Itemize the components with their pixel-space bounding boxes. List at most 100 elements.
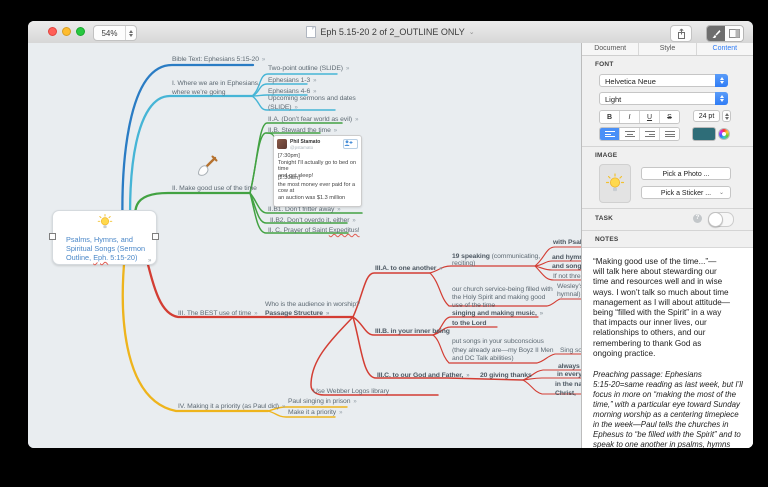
strikethrough-button[interactable]: S xyxy=(660,111,679,123)
node-two-point-outline[interactable]: Two-point outline (SLIDE) xyxy=(268,65,349,74)
collapse-arrow-icon[interactable] xyxy=(352,116,358,123)
collapse-arrow-icon[interactable] xyxy=(334,206,340,213)
notes-paragraph-italic: Preaching passage: Ephesians 5:15-20=sam… xyxy=(593,370,743,448)
style-inspector-button[interactable] xyxy=(707,26,725,41)
node-making-priority[interactable]: IV. Making it a priority (as Paul did) xyxy=(178,403,285,412)
help-icon[interactable]: ? xyxy=(693,214,702,223)
node-passage-structure[interactable]: Passage Structure xyxy=(265,310,329,319)
node-upcoming-sermons[interactable]: Upcoming sermons and dates (SLIDE) xyxy=(268,95,356,112)
node-make-it-priority[interactable]: Make it a priority xyxy=(288,409,342,418)
collapse-arrow-icon[interactable] xyxy=(145,249,151,267)
node-to-the-lord[interactable]: to the Lord xyxy=(452,320,487,327)
collapse-arrow-icon[interactable] xyxy=(463,372,469,379)
tweet-card[interactable]: Phil Stamato @pstamato [7:30pm] Tonight … xyxy=(273,135,362,207)
node-best-use[interactable]: III. The BEST use of time xyxy=(178,310,257,319)
zoom-stepper[interactable]: 54% xyxy=(93,25,137,41)
node-webber-logos[interactable]: Use Webber Logos library xyxy=(313,388,390,395)
node-iib1[interactable]: II.B1. Don’t fritter away xyxy=(268,206,341,215)
document-proxy-icon[interactable] xyxy=(306,26,317,38)
pick-photo-button[interactable]: Pick a Photo ... xyxy=(641,167,731,180)
node-ephesians-4-6[interactable]: Ephesians 4-6 xyxy=(268,88,316,97)
zoom-stepper-arrows[interactable] xyxy=(125,26,136,40)
image-thumbnail[interactable] xyxy=(599,164,631,203)
node-iiia[interactable]: III.A. to one another xyxy=(375,265,443,274)
panel-toggle-button[interactable] xyxy=(725,26,743,41)
notes-section-label: NOTES xyxy=(595,236,619,243)
node-with-psalms[interactable]: with Psalms xyxy=(553,239,592,246)
node-and-hymns[interactable]: and hymns xyxy=(552,254,587,261)
shovel-icon[interactable] xyxy=(196,155,218,177)
node-singing-music[interactable]: singing and making music, xyxy=(452,310,543,319)
bold-button[interactable]: B xyxy=(600,111,620,123)
selection-handle-left[interactable] xyxy=(49,233,56,240)
node-iia[interactable]: II.A. (Don’t fear world as evil) xyxy=(268,116,358,125)
collapse-arrow-icon[interactable] xyxy=(323,310,329,317)
avatar xyxy=(277,139,287,149)
tweet-body: Tonight I’ll actually go to bed on time … xyxy=(278,160,357,179)
notes-area[interactable]: “Making good use of the time...”— will t… xyxy=(582,247,753,448)
collapse-arrow-icon[interactable] xyxy=(537,310,543,317)
font-family-select[interactable]: Helvetica Neue xyxy=(599,74,728,87)
node-19-speaking[interactable]: 19 speaking (communicating, reciting) xyxy=(452,253,540,267)
brush-icon xyxy=(712,29,721,38)
collapse-arrow-icon[interactable] xyxy=(310,88,316,95)
node-audience-question[interactable]: Who is the audience in worship? xyxy=(265,301,360,308)
collapse-arrow-icon[interactable] xyxy=(291,104,297,111)
font-weight-stepper[interactable] xyxy=(715,92,728,105)
pick-sticker-button[interactable]: Pick a Sticker ... xyxy=(641,186,731,200)
collapse-arrow-icon[interactable] xyxy=(279,403,285,410)
minimize-button[interactable] xyxy=(62,27,71,36)
font-color-swatch[interactable] xyxy=(692,127,716,141)
font-family-stepper[interactable] xyxy=(715,74,728,87)
align-right-button[interactable] xyxy=(640,128,660,140)
node-paul-singing[interactable]: Paul singing in prison xyxy=(288,398,357,407)
node-always[interactable]: always xyxy=(558,363,580,370)
collapse-arrow-icon[interactable] xyxy=(350,398,356,405)
node-where-we-are[interactable]: I. Where we are in Ephesians, where we’r… xyxy=(172,80,260,96)
collapse-arrow-icon[interactable] xyxy=(251,310,257,317)
collapse-arrow-icon[interactable] xyxy=(336,409,342,416)
collapse-arrow-icon[interactable] xyxy=(349,217,355,224)
node-bible-text[interactable]: Bible Text: Ephesians 5:15-20 xyxy=(172,56,265,65)
fullscreen-button[interactable] xyxy=(76,27,85,36)
collapse-arrow-icon[interactable] xyxy=(310,77,316,84)
title-disclosure-icon[interactable] xyxy=(469,23,475,41)
node-iib2[interactable]: II.B2. Don’t overdo it, either xyxy=(270,217,356,226)
color-wheel-button[interactable] xyxy=(718,128,730,140)
tab-content[interactable]: Content xyxy=(712,45,738,52)
align-center-button[interactable] xyxy=(620,128,640,140)
root-node-label[interactable]: Psalms, Hymns, and Spiritual Songs (Serm… xyxy=(66,235,146,262)
node-sing-songs[interactable]: Sing sor xyxy=(560,347,585,354)
alignment-segmented-control xyxy=(599,127,680,141)
underline-button[interactable]: U xyxy=(640,111,660,123)
collapse-arrow-icon[interactable] xyxy=(436,265,442,272)
font-size-field[interactable]: 24 pt xyxy=(693,110,720,122)
node-iiic[interactable]: III.C. to our God and Father, xyxy=(377,372,469,381)
collapse-arrow-icon[interactable] xyxy=(259,56,265,63)
task-toggle[interactable] xyxy=(708,212,734,227)
font-size-stepper[interactable] xyxy=(722,110,731,122)
font-weight-select[interactable]: Light xyxy=(599,92,728,105)
root-node-card[interactable]: Psalms, Hymns, and Spiritual Songs (Serm… xyxy=(52,210,157,265)
node-iib[interactable]: II.B. Steward the time xyxy=(268,127,337,136)
node-giving-thanks[interactable]: 20 giving thanks xyxy=(480,372,532,379)
view-mode-segmented-control xyxy=(706,25,744,42)
node-iiib[interactable]: III.B. in your inner being xyxy=(375,328,450,335)
close-button[interactable] xyxy=(48,27,57,36)
align-justify-button[interactable] xyxy=(660,128,679,140)
sidebar-icon xyxy=(728,29,740,38)
italic-button[interactable]: I xyxy=(620,111,640,123)
collapse-arrow-icon[interactable] xyxy=(331,127,337,134)
node-put-songs[interactable]: put songs in your subconscious (they alr… xyxy=(452,338,554,362)
tab-document[interactable]: Document xyxy=(582,43,640,55)
node-make-good-use[interactable]: II. Make good use of the time xyxy=(172,185,257,192)
align-left-button[interactable] xyxy=(600,128,620,140)
tab-style[interactable]: Style xyxy=(639,43,697,55)
collapse-arrow-icon[interactable] xyxy=(343,65,349,72)
follow-button[interactable] xyxy=(343,139,358,149)
share-button[interactable] xyxy=(670,25,692,42)
node-church-service[interactable]: our church service-being filled with the… xyxy=(452,286,553,309)
node-iic[interactable]: II. C. Prayer of Saint Expeditus! xyxy=(268,227,360,234)
selection-handle-right[interactable] xyxy=(152,233,159,240)
node-ephesians-1-3[interactable]: Ephesians 1-3 xyxy=(268,77,316,86)
